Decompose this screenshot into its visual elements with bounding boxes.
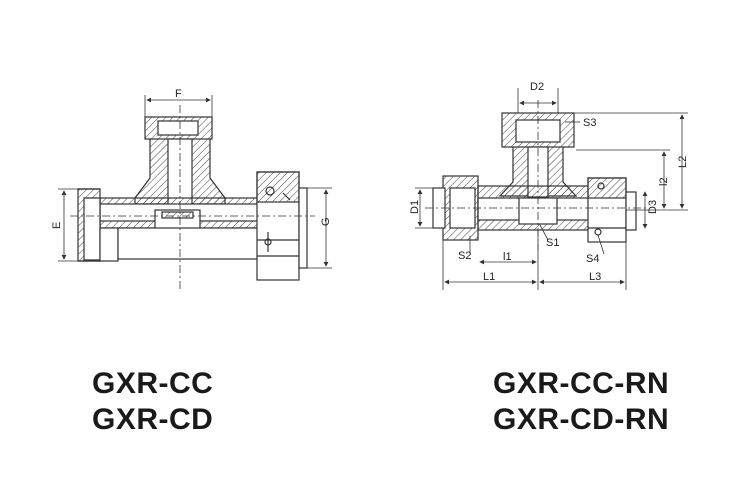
label-d3: D3	[647, 200, 659, 214]
caption-gxr-cd-rn: GXR-CD-RN	[493, 403, 670, 436]
right-captions: GXR-CC-RN GXR-CD-RN	[493, 366, 669, 438]
caption-gxr-cc-rn: GXR-CC-RN	[493, 367, 670, 400]
caption-gxr-cd: GXR-CD	[92, 403, 214, 436]
label-f: F	[175, 88, 182, 100]
caption-gxr-cc: GXR-CC	[92, 367, 214, 400]
left-captions: GXR-CC GXR-CD	[92, 366, 213, 438]
label-s2: S2	[458, 250, 471, 262]
label-s3: S3	[583, 117, 596, 129]
label-g: G	[320, 217, 332, 226]
left-tee-fitting	[77, 116, 308, 281]
label-l1-upper: L1	[483, 271, 495, 283]
label-e: E	[51, 222, 63, 229]
label-d2: D2	[530, 81, 544, 93]
label-s1: S1	[546, 237, 559, 249]
label-l2-upper: L2	[677, 156, 689, 168]
label-l3: L3	[589, 271, 601, 283]
right-dimensions	[415, 88, 688, 290]
label-d1: D1	[409, 200, 421, 214]
label-l1-lower: l1	[503, 251, 512, 263]
label-s4: S4	[586, 253, 599, 265]
right-tee-fitting	[432, 112, 637, 243]
left-dimensions	[58, 95, 332, 290]
label-l2-lower: l2	[658, 177, 670, 186]
